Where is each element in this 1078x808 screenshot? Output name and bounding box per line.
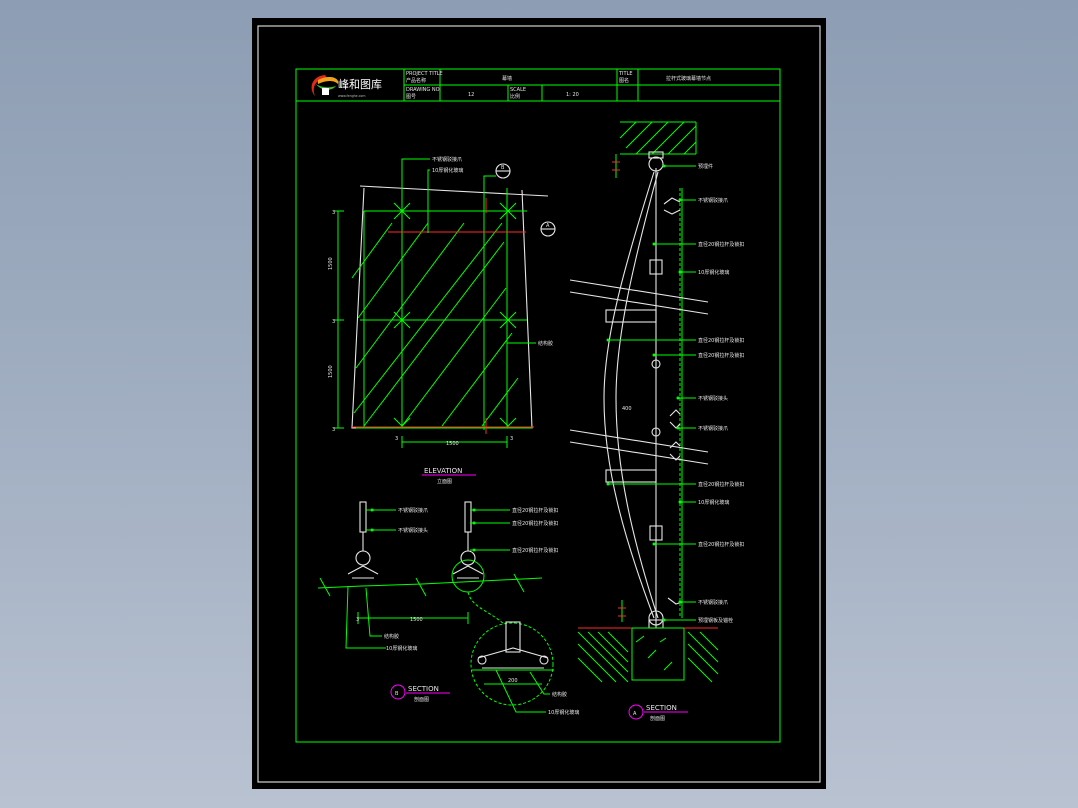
section-b-callout-3: 直径20钢拉杆及锁扣 — [512, 507, 558, 514]
title-block: 峰和图库 www.fenghe.com PROJECT TITLE 产品名称 幕… — [295, 68, 781, 102]
section-b-view: 200 1500 3 不锈钢驳接爪 不锈钢驳接头 直径20钢拉杆及锁扣 直径20… — [317, 501, 579, 716]
section-a-callout-13: 预埋钢板及锚栓 — [698, 617, 733, 624]
section-a-title-cn: 剖面图 — [650, 715, 665, 722]
glass-hatch — [351, 222, 519, 427]
elev-dim-v4: 1500 — [328, 365, 334, 378]
project-label-en: PROJECT TITLE — [406, 71, 443, 77]
logo-text: 峰和图库 — [338, 78, 382, 91]
section-a-callout-7: 不锈钢驳接头 — [698, 395, 728, 402]
section-a-view: 400 预埋件 不锈钢驳接爪 直径20钢拉杆及锁扣 10厚钢化玻璃 直径20钢拉… — [569, 121, 744, 722]
section-a-callout-5: 直径20钢拉杆及锁扣 — [698, 337, 744, 344]
title-label-cn: 图名 — [619, 77, 629, 84]
section-a-callout-8: 不锈钢驳接爪 — [698, 425, 728, 432]
section-a-label-circle — [628, 704, 644, 720]
section-marker-b: B — [501, 165, 505, 171]
elevation-view: 3 1500 3 1500 3 3 1500 3 不锈钢驳接爪 10厚钢化玻璃 … — [328, 156, 556, 485]
elevation-title-cn: 立面图 — [437, 478, 452, 485]
project-value: 幕墙 — [502, 75, 512, 82]
elev-dim-v5: 3 — [332, 427, 335, 433]
elev-dim-v3: 3 — [332, 319, 335, 325]
section-b-callout-5: 直径20钢拉杆及锁扣 — [512, 547, 558, 554]
section-a-title-en: SECTION — [646, 704, 677, 712]
concrete-footing — [631, 627, 685, 681]
title-value: 拉杆式玻璃幕墙节点 — [666, 75, 711, 82]
section-b-title-cn: 剖面图 — [414, 696, 429, 703]
section-b-dim-200: 200 — [508, 678, 518, 684]
scale-label-en: SCALE — [510, 87, 526, 93]
glass-claws — [663, 197, 683, 605]
section-a-callout-12: 不锈钢驳接爪 — [698, 599, 728, 606]
section-a-callout-10: 10厚钢化玻璃 — [698, 499, 729, 506]
section-a-callout-11: 直径20钢拉杆及锁扣 — [698, 541, 744, 548]
section-b-callout-2: 不锈钢驳接头 — [398, 527, 428, 534]
section-b-callout-9: 10厚钢化玻璃 — [548, 709, 579, 716]
project-label-cn: 产品名称 — [406, 77, 426, 84]
company-logo: 峰和图库 www.fenghe.com — [311, 75, 382, 98]
section-b-callout-6: 结构胶 — [384, 633, 399, 640]
section-b-title-en: SECTION — [408, 685, 439, 693]
curtain-wall-drawing: 峰和图库 www.fenghe.com PROJECT TITLE 产品名称 幕… — [257, 25, 821, 783]
elev-dim-v2: 1500 — [328, 257, 334, 270]
elev-dim-h1: 3 — [395, 436, 398, 442]
section-b-mark: B — [395, 691, 399, 697]
section-a-dim: 400 — [622, 406, 632, 412]
section-b-dim-3: 3 — [356, 617, 359, 623]
section-a-callout-4: 10厚钢化玻璃 — [698, 269, 729, 276]
section-b-callout-4: 直径20钢拉杆及锁扣 — [512, 520, 558, 527]
title-label-en: TITLE — [618, 71, 633, 77]
section-a-mark: A — [633, 711, 637, 717]
section-b-dim-1500: 1500 — [410, 617, 423, 623]
section-a-callout-1: 预埋件 — [698, 163, 713, 170]
section-a-callout-6: 直径20钢拉杆及锁扣 — [698, 352, 744, 359]
section-b-callout-7: 10厚钢化玻璃 — [386, 645, 417, 652]
drawing-no-value: 12 — [468, 92, 474, 98]
elev-callout-2: 10厚钢化玻璃 — [432, 167, 463, 174]
scale-value: 1: 20 — [566, 92, 579, 98]
detail-circle — [470, 622, 554, 706]
ground-hatch — [577, 631, 719, 683]
section-b-label-circle — [390, 684, 406, 700]
scale-label-cn: 比例 — [510, 93, 520, 100]
elev-dim-h2: 1500 — [446, 441, 459, 447]
drawing-sheet: 峰和图库 www.fenghe.com PROJECT TITLE 产品名称 幕… — [252, 18, 826, 789]
section-a-leader-dots — [606, 164, 682, 622]
drawing-no-label-cn: 图号 — [406, 94, 416, 100]
elev-callout-1: 不锈钢驳接爪 — [432, 156, 462, 163]
section-a-callout-2: 不锈钢驳接爪 — [698, 197, 728, 204]
section-b-callout-8: 结构胶 — [552, 691, 567, 698]
section-a-callout-3: 直径20钢拉杆及锁扣 — [698, 241, 744, 248]
outer-border — [257, 25, 821, 783]
section-marker-a: A — [546, 223, 550, 229]
top-slab-hatch — [619, 121, 697, 155]
drawing-no-label-en: DRAWING NO. — [406, 87, 441, 93]
section-a-callout-9: 直径20钢拉杆及锁扣 — [698, 481, 744, 488]
section-b-callout-1: 不锈钢驳接爪 — [398, 507, 428, 514]
elev-dim-h3: 3 — [510, 436, 513, 442]
elevation-title-en: ELEVATION — [424, 467, 462, 475]
elev-callout-3: 结构胶 — [538, 340, 553, 347]
elev-dim-v1: 3 — [332, 210, 335, 216]
spider-fittings — [393, 202, 517, 427]
logo-subtext: www.fenghe.com — [338, 94, 365, 98]
